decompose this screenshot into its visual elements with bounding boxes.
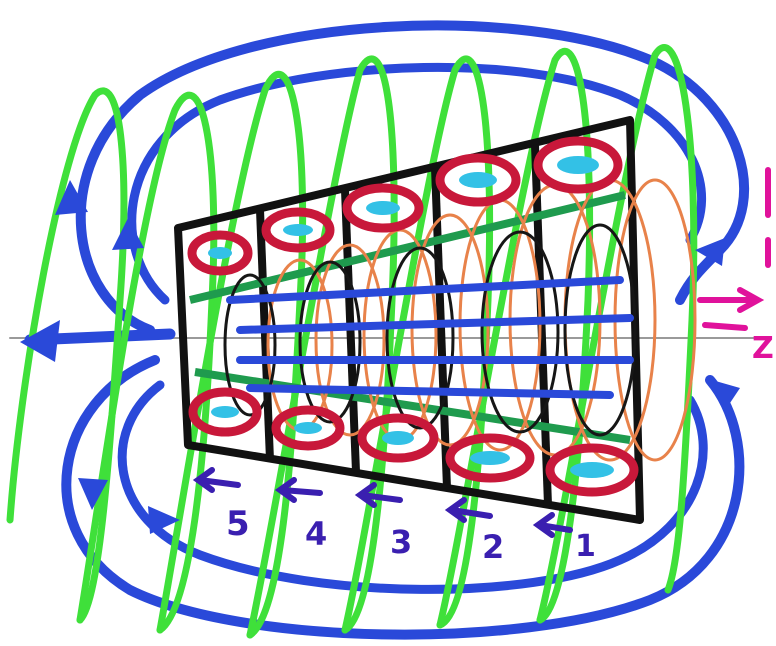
up-arrow-icon bbox=[55, 180, 88, 215]
segment-label-group: 3 bbox=[354, 482, 412, 561]
segment-number: 3 bbox=[390, 523, 412, 561]
magenta-arrow-upper bbox=[697, 287, 765, 313]
magnet-core bbox=[570, 462, 614, 478]
segment-labels: 5 4 3 2 1 bbox=[192, 467, 596, 566]
magnet-core bbox=[459, 172, 497, 188]
field-loop-top-inner bbox=[127, 62, 707, 305]
magnets-top-row bbox=[187, 136, 623, 276]
left-arrow-icon bbox=[20, 320, 60, 362]
segment-number: 1 bbox=[575, 529, 596, 564]
inner-arrow bbox=[226, 276, 624, 304]
helix-coil-7 bbox=[536, 44, 698, 624]
inner-arrow bbox=[236, 314, 634, 334]
helix-coil-4 bbox=[246, 55, 398, 639]
magnets-bottom-row bbox=[188, 387, 639, 497]
left-arrow-icon bbox=[444, 497, 493, 523]
magnet-ring bbox=[187, 230, 253, 276]
left-arrow-icon bbox=[695, 238, 725, 266]
magnet-core bbox=[208, 247, 232, 259]
helix-coil-1 bbox=[6, 87, 128, 624]
segment-label-group: 1 bbox=[532, 512, 596, 564]
up-arrow-icon bbox=[112, 218, 144, 250]
left-arrow-icon bbox=[354, 482, 403, 508]
segment-number: 2 bbox=[482, 528, 504, 566]
magnet-core bbox=[294, 422, 322, 434]
magnet-core bbox=[283, 224, 313, 236]
segment-number: 5 bbox=[226, 504, 250, 544]
field-arrowheads bbox=[20, 180, 740, 534]
black-coil bbox=[563, 223, 637, 437]
orange-coil bbox=[314, 243, 386, 437]
helix-coil-5 bbox=[341, 55, 494, 634]
segment-label-group: 4 bbox=[274, 477, 327, 553]
magenta-marker bbox=[697, 167, 771, 331]
magnet-ring bbox=[342, 183, 424, 233]
inner-arrow bbox=[246, 384, 614, 399]
magnet-ring bbox=[445, 433, 535, 483]
orange-coil bbox=[410, 213, 490, 447]
field-loop-top-outer bbox=[75, 20, 749, 335]
right-arrow-icon bbox=[148, 506, 180, 534]
down-arrow-icon bbox=[78, 478, 108, 510]
magnet-ring bbox=[435, 153, 521, 207]
right-edge-label: Z bbox=[752, 331, 774, 366]
up-left-arrow-icon bbox=[712, 380, 740, 412]
inner-field-arrows bbox=[226, 276, 634, 399]
magnet-ring bbox=[533, 136, 623, 194]
magnet-ring bbox=[261, 207, 335, 253]
left-arrow-icon bbox=[192, 467, 241, 493]
magnet-core bbox=[382, 431, 414, 445]
magnet-ring bbox=[271, 405, 345, 451]
magnet-core bbox=[211, 406, 239, 418]
magnet-ring bbox=[545, 443, 639, 497]
lower-band bbox=[194, 368, 631, 444]
segment-label-group: 5 bbox=[192, 467, 250, 544]
magnet-core bbox=[470, 451, 510, 465]
segment-number: 4 bbox=[305, 515, 327, 553]
helix-coil-2 bbox=[76, 91, 218, 634]
black-coil bbox=[298, 260, 362, 424]
magnet-ring bbox=[188, 387, 262, 437]
field-loop-bottom-outer bbox=[61, 355, 745, 640]
frame-divider-2 bbox=[341, 189, 360, 473]
helix-coil-6 bbox=[436, 47, 594, 629]
magenta-arrow-lower bbox=[702, 322, 748, 331]
black-inner-coils bbox=[223, 223, 637, 437]
left-arrow-icon bbox=[274, 477, 323, 503]
field-loop-bottom-inner bbox=[117, 380, 708, 594]
black-coil bbox=[385, 246, 455, 430]
left-arrow-icon bbox=[532, 512, 573, 538]
magnet-ring bbox=[357, 413, 439, 463]
frame-divider-1 bbox=[256, 209, 274, 461]
segment-label-group: 2 bbox=[444, 497, 504, 566]
magnet-core bbox=[557, 156, 599, 174]
black-coil bbox=[223, 273, 277, 417]
magnet-core bbox=[366, 201, 400, 215]
black-coil bbox=[480, 230, 560, 434]
